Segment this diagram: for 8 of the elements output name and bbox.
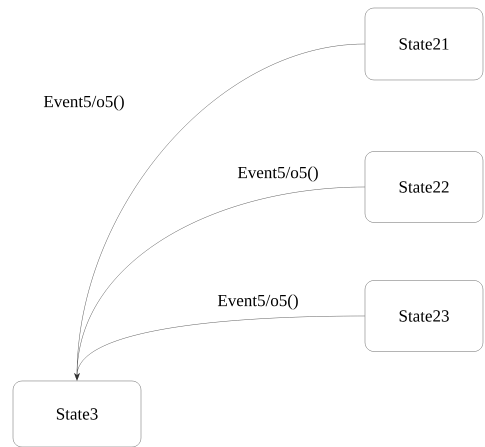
edge-label: Event5/o5()	[42, 94, 126, 112]
state-box: State23	[364, 280, 484, 352]
state-box: State21	[364, 8, 484, 80]
arrow	[74, 316, 365, 380]
edge-label: Event5/o5()	[216, 293, 300, 311]
state-box: State3	[12, 380, 142, 447]
state-box: State22	[364, 151, 484, 223]
edge-label: Event5/o5()	[236, 165, 320, 183]
